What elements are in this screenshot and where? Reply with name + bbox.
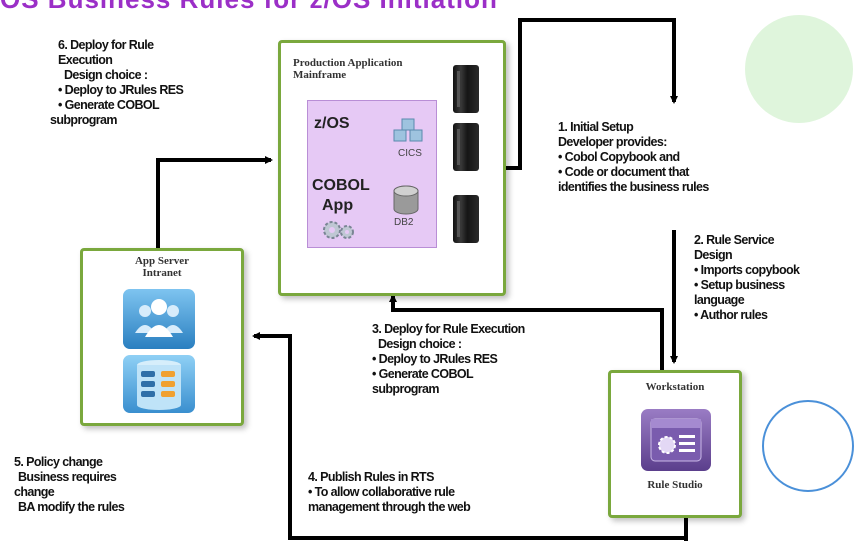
step2-heading: 2. Rule Service (694, 233, 775, 247)
step1-line: identifies the business rules (558, 180, 709, 194)
step3-line: • Generate COBOL (372, 367, 474, 381)
step3-line: Design choice : (378, 337, 462, 351)
step1-line: • Cobol Copybook and (558, 150, 680, 164)
app-server-title-line1: App Server (134, 255, 190, 267)
users-icon (123, 289, 195, 349)
step4-line: • To allow collaborative rule (308, 485, 455, 499)
step6-line: • Generate COBOL (58, 98, 160, 112)
decorative-circle-blue (762, 400, 854, 492)
step4-note: 4. Publish Rules in RTS • To allow colla… (308, 470, 471, 515)
step2-line: • Author rules (694, 308, 768, 322)
rule-studio-caption: Rule Studio (647, 479, 703, 491)
server-icon (453, 65, 479, 113)
zos-panel: z/OS COBOL App CICS DB2 (307, 100, 437, 248)
step1-note: 1. Initial Setup Developer provides: • C… (558, 120, 709, 195)
step4-line: management through the web (308, 500, 471, 514)
step6-note: 6. Deploy for Rule Execution Design choi… (50, 38, 184, 128)
app-server-box: App Server Intranet (80, 248, 244, 426)
server-icon (453, 195, 479, 243)
workstation-box: Workstation Rule Studio (608, 370, 742, 518)
rules-database-icon (123, 355, 195, 413)
app-label: App (322, 197, 354, 214)
step2-line: language (694, 293, 745, 307)
rule-studio-icon (641, 409, 711, 471)
step6-line: • Deploy to JRules RES (58, 83, 184, 97)
db2-label: DB2 (394, 217, 414, 228)
cics-cubes-icon (393, 118, 423, 142)
step3-note: 3. Deploy for Rule Execution Design choi… (372, 322, 525, 397)
step2-line: • Imports copybook (694, 263, 800, 277)
cobol-label: COBOL (312, 177, 370, 194)
step6-line: subprogram (50, 113, 118, 127)
step1-heading: 1. Initial Setup (558, 120, 634, 134)
step1-line: Developer provides: (558, 135, 667, 149)
step5-heading: 5. Policy change (14, 455, 103, 469)
step6-line: Design choice : (64, 68, 148, 82)
step5-note: 5. Policy change Business requires chang… (14, 455, 125, 515)
step2-note: 2. Rule Service Design • Imports copyboo… (694, 233, 800, 323)
prod-box-title-line1: Production Application (293, 57, 403, 69)
db2-database-icon (393, 185, 419, 215)
prod-box-title-line2: Mainframe (293, 69, 347, 81)
step5-line: BA modify the rules (18, 500, 125, 514)
step5-line: change (14, 485, 55, 499)
diagram-title: OS Business Rules for z/OS Initiation (0, 0, 498, 15)
step3-heading: 3. Deploy for Rule Execution (372, 322, 525, 336)
step6-heading: 6. Deploy for Rule (58, 38, 154, 52)
gears-icon (323, 221, 354, 239)
cics-label: CICS (398, 148, 422, 159)
app-server-title-line2: Intranet (142, 267, 182, 279)
step5-line: Business requires (18, 470, 117, 484)
zos-label: z/OS (314, 115, 350, 132)
step1-line: • Code or document that (558, 165, 689, 179)
step4-heading: 4. Publish Rules in RTS (308, 470, 434, 484)
server-icon (453, 123, 479, 171)
decorative-circle-green (745, 15, 853, 123)
step3-line: • Deploy to JRules RES (372, 352, 498, 366)
step6-heading2: Execution (58, 53, 113, 67)
step2-line: • Setup business (694, 278, 785, 292)
step2-heading2: Design (694, 248, 733, 262)
step3-line: subprogram (372, 382, 440, 396)
workstation-title: Workstation (645, 381, 705, 393)
production-mainframe-box: Production Application Mainframe z/OS CO… (278, 40, 506, 296)
